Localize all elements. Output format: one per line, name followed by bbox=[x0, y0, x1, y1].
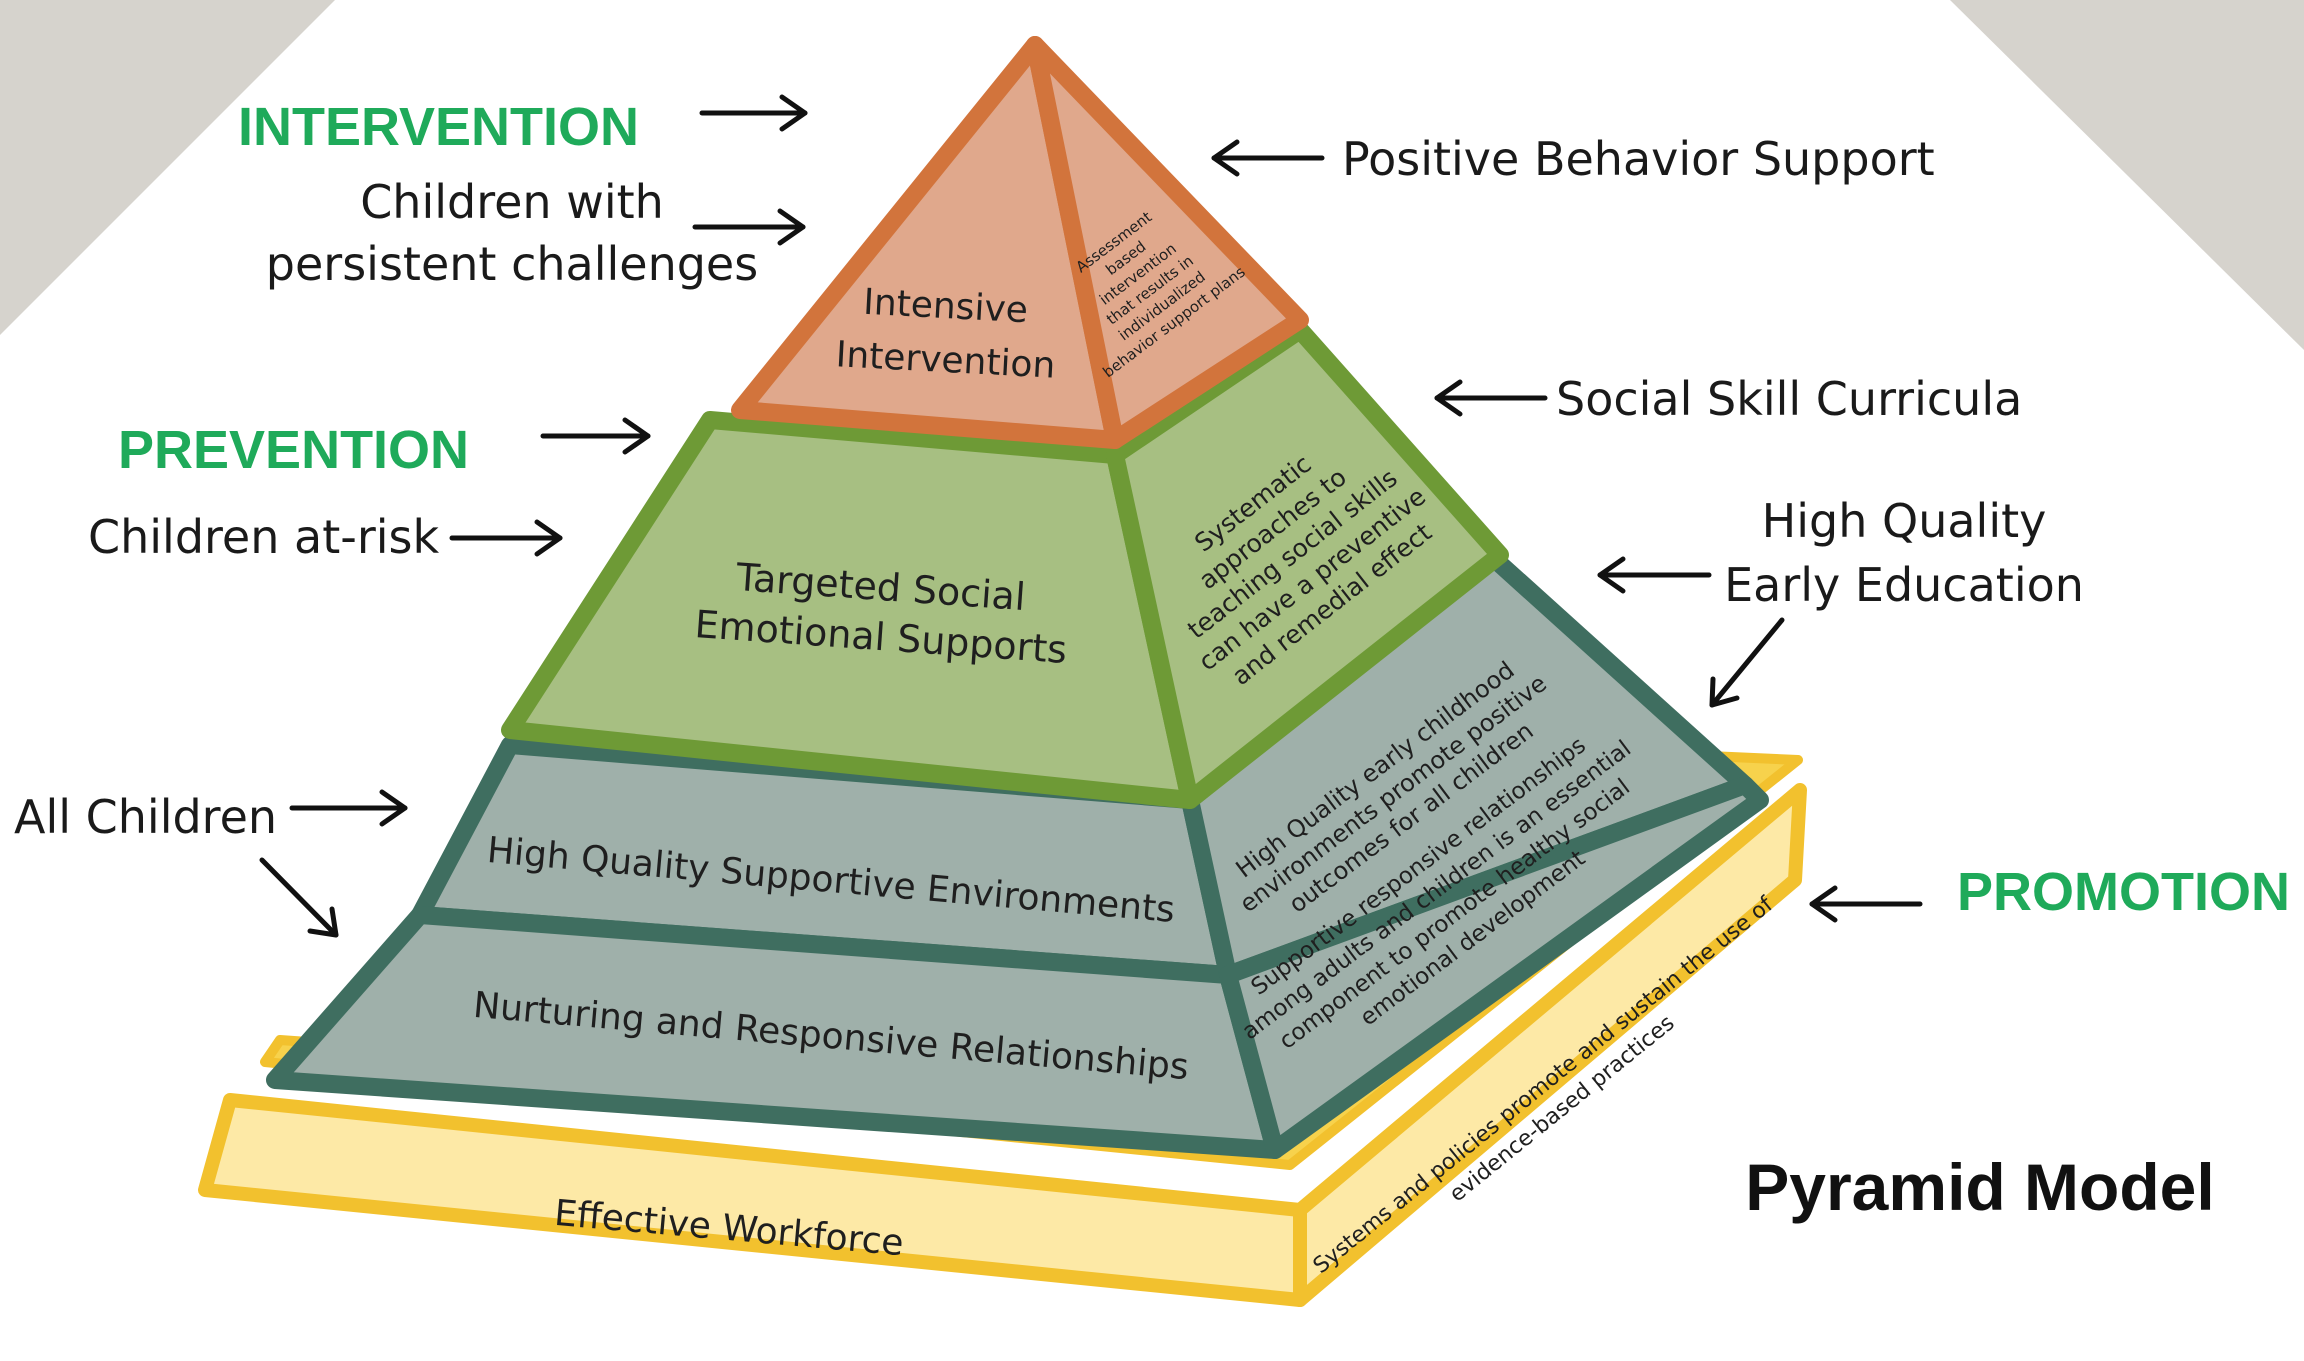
hq-early-education-label-2: Early Education bbox=[1724, 558, 2084, 612]
promotion-tier-label: PROMOTION bbox=[1957, 862, 2290, 922]
children-at-risk-label: Children at-risk bbox=[88, 510, 439, 564]
intervention-tier bbox=[731, 36, 1309, 449]
arrow-all-children-diagonal bbox=[259, 857, 339, 938]
prevention-tier-label: PREVENTION bbox=[118, 420, 469, 480]
arrow-all-children bbox=[289, 789, 408, 827]
children-persistent-label-1: Children with bbox=[360, 175, 664, 229]
arrow-social-skill-curricula bbox=[1434, 379, 1548, 417]
targeted-supports-face bbox=[501, 411, 1199, 809]
arrow-hq-early-education-diagonal bbox=[1709, 617, 1785, 708]
social-skill-curricula-label: Social Skill Curricula bbox=[1556, 372, 2022, 426]
arrow-positive-behavior-support bbox=[1211, 139, 1325, 177]
corner-decoration-right bbox=[1950, 0, 2304, 350]
arrow-hq-early-education bbox=[1597, 556, 1712, 594]
arrow-children-at-risk bbox=[449, 519, 563, 557]
children-persistent-label-2: persistent challenges bbox=[266, 237, 758, 291]
base-side-face bbox=[1293, 783, 1807, 1307]
arrow-promotion bbox=[1809, 885, 1923, 923]
positive-behavior-support-label: Positive Behavior Support bbox=[1342, 132, 1935, 186]
arrows bbox=[259, 94, 1923, 938]
page-title: Pyramid Model bbox=[1745, 1150, 2214, 1224]
arrow-children-persistent bbox=[692, 208, 806, 246]
arrow-intervention bbox=[699, 94, 808, 132]
corner-decoration-left bbox=[0, 0, 335, 335]
targeted-supports-side bbox=[1106, 321, 1509, 809]
prevention-tier bbox=[501, 321, 1509, 809]
hq-early-education-label-1: High Quality bbox=[1762, 494, 2047, 548]
promotion-tier bbox=[266, 546, 1769, 1159]
nurturing-relationships-side bbox=[1219, 776, 1769, 1159]
intervention-tier-label: INTERVENTION bbox=[238, 97, 639, 157]
arrow-prevention bbox=[540, 417, 651, 455]
intensive-intervention-side bbox=[1026, 36, 1309, 449]
top-face-text-1: Intensive bbox=[862, 282, 1029, 332]
all-children-label: All Children bbox=[14, 790, 277, 844]
